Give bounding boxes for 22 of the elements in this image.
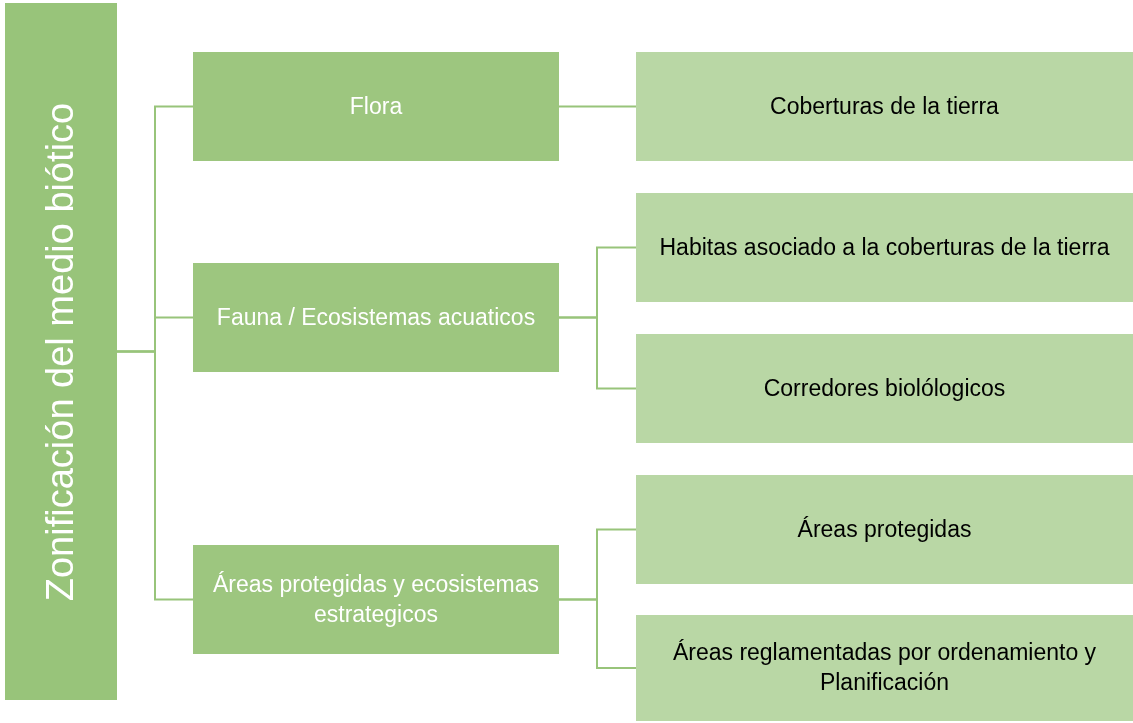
box-label: Corredores biolólogicos (763, 373, 1006, 403)
category-box (636, 334, 1133, 443)
box-label: Coberturas de la tierra (770, 91, 999, 121)
connector-line (116, 350, 194, 601)
category-box (636, 615, 1133, 721)
category-box (193, 263, 559, 372)
category-box (193, 545, 559, 654)
title-bar (5, 3, 117, 700)
connector-line (558, 316, 637, 390)
category-box (636, 475, 1133, 584)
box-label: Flora (349, 91, 403, 121)
connector-line (558, 105, 637, 108)
category-box (193, 52, 559, 161)
vertical-title: Zonificación del medio biótico (38, 102, 83, 601)
category-box (636, 193, 1133, 302)
box-label: Áreas protegidas (797, 514, 972, 544)
box-label: Fauna / Ecosistemas acuaticos (216, 302, 536, 332)
box-label: Áreas reglamentadas por ordenamiento y Planificación (671, 638, 1098, 697)
box-label: Habitas asociado a la coberturas de la tierra (659, 232, 1110, 262)
category-box (636, 52, 1133, 161)
box-label: Áreas protegidas y ecosistemas estrategicos (212, 569, 540, 629)
connector-line (558, 598, 637, 669)
